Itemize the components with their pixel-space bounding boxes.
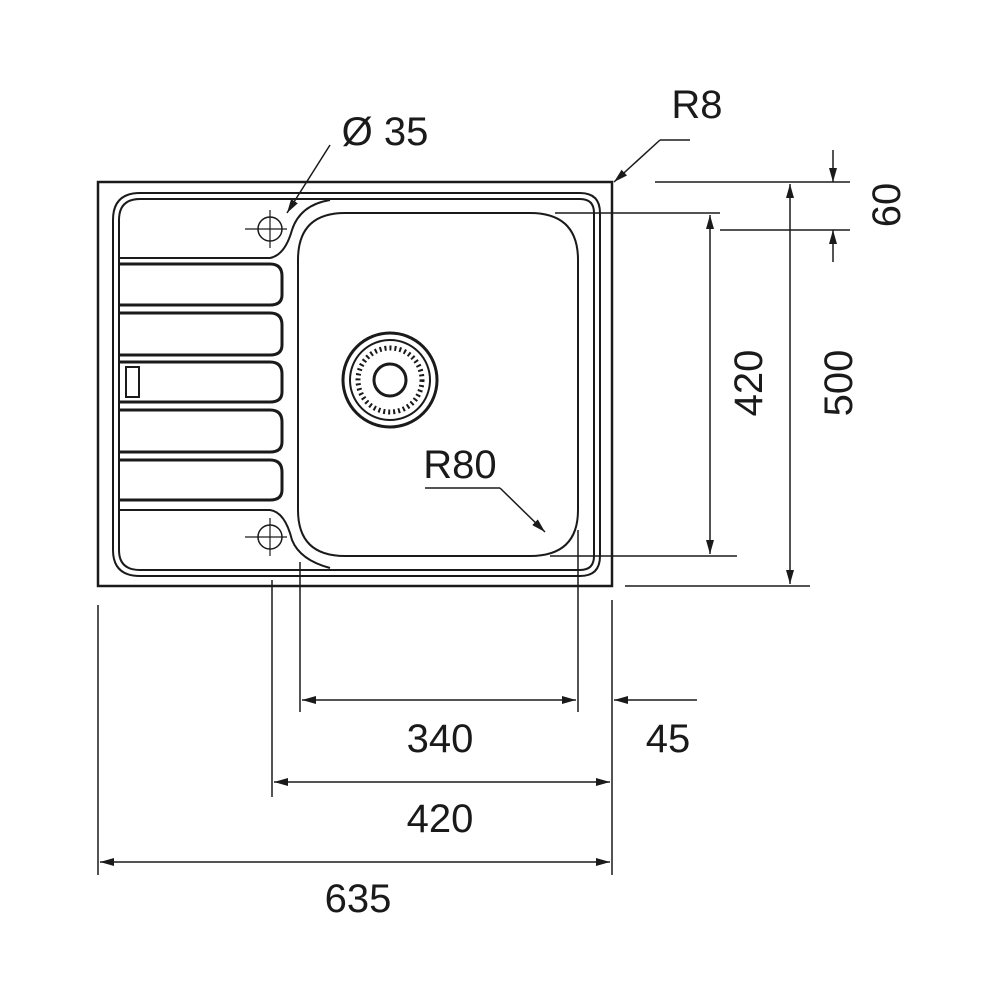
bowl-depth-label: 420 bbox=[727, 350, 771, 417]
overall-depth-label: 500 bbox=[817, 350, 861, 417]
top-offset-label: 60 bbox=[865, 183, 909, 228]
drain-icon bbox=[341, 331, 439, 429]
bowl bbox=[297, 212, 579, 557]
overall-width-label: 635 bbox=[325, 877, 392, 921]
bowl-radius-label: R80 bbox=[423, 443, 496, 487]
dimension-lines bbox=[97, 139, 850, 875]
sink-outline bbox=[96, 180, 614, 588]
dimension-labels: Ø 35 R8 R80 60 420 500 340 45 420 635 bbox=[325, 83, 909, 921]
corner-radius-label: R8 bbox=[671, 83, 722, 127]
hole-diameter-label: Ø 35 bbox=[342, 110, 429, 154]
drainer-ribs bbox=[120, 262, 284, 502]
drainer-platform bbox=[120, 199, 331, 569]
bowl-width-label: 340 bbox=[407, 717, 474, 761]
cutout-width-label: 420 bbox=[407, 797, 474, 841]
tap-holes bbox=[245, 210, 287, 556]
right-margin-label: 45 bbox=[646, 717, 691, 761]
overflow-icon bbox=[125, 366, 140, 398]
